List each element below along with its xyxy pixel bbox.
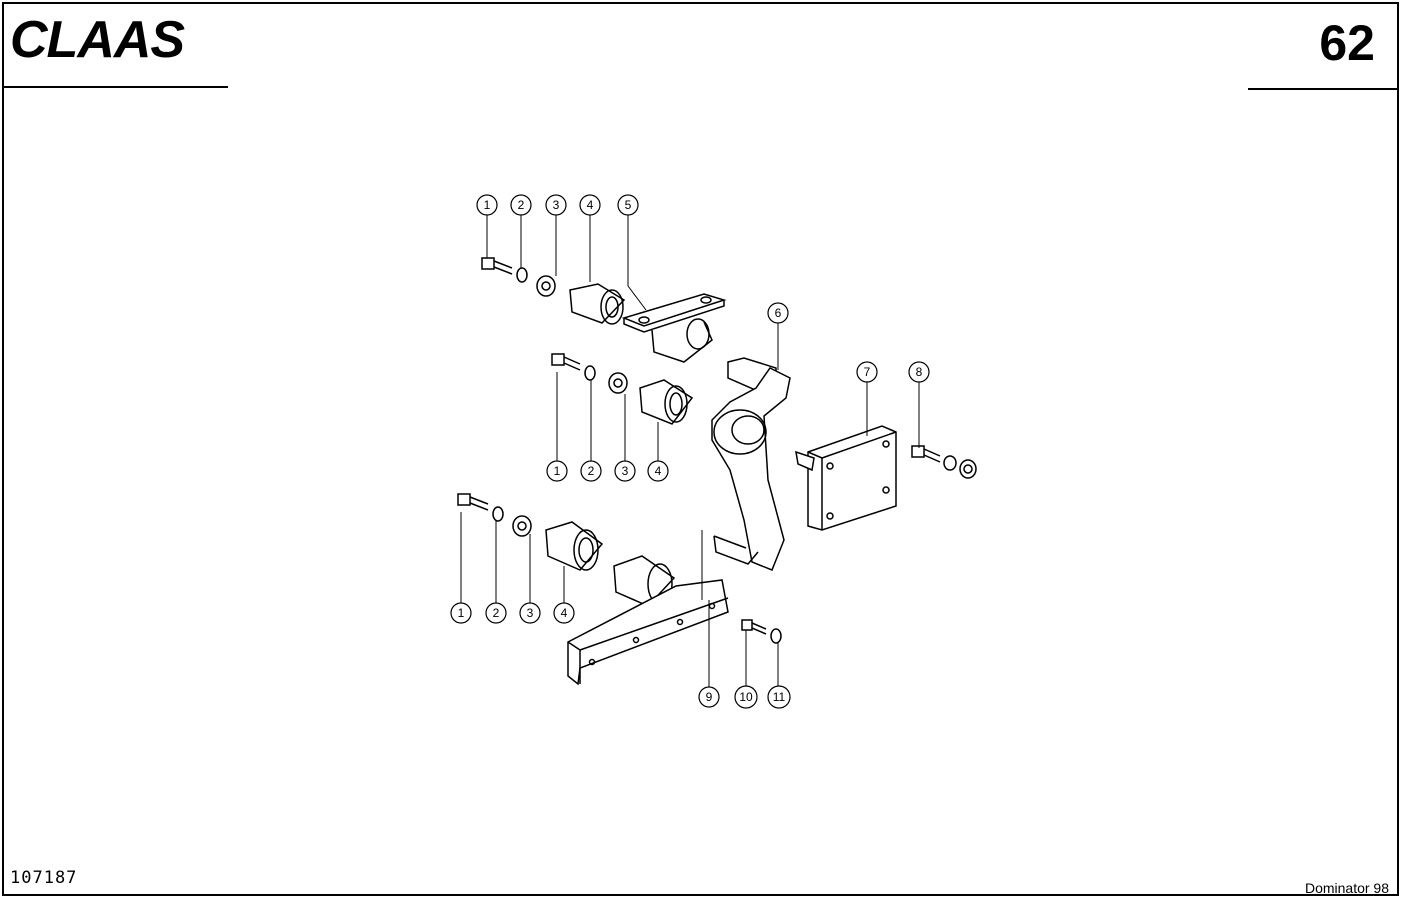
upper-washer	[516, 267, 528, 283]
svg-text:2: 2	[588, 464, 595, 478]
callout-10: 10	[734, 685, 758, 709]
svg-text:8: 8	[916, 365, 923, 379]
callout-3-middle: 3	[614, 460, 636, 482]
callout-4-lower: 4	[553, 602, 575, 624]
callout-3-upper: 3	[545, 194, 567, 216]
upper-bolt	[481, 257, 513, 275]
svg-text:9: 9	[706, 690, 713, 704]
svg-text:7: 7	[864, 365, 871, 379]
svg-text:10: 10	[739, 690, 753, 704]
lower-bolt	[457, 493, 489, 511]
svg-text:5: 5	[625, 198, 632, 212]
page-number: 62	[1319, 15, 1375, 71]
callout-2-middle: 2	[580, 460, 602, 482]
lower-bracket	[567, 530, 729, 686]
header-rule-right	[1248, 88, 1398, 90]
middle-nut	[608, 372, 628, 394]
middle-bushing	[639, 379, 694, 425]
right-bolt	[911, 445, 941, 463]
leader-lines	[460, 214, 920, 688]
callout-7: 7	[856, 361, 878, 383]
callout-1-lower: 1	[450, 602, 472, 624]
svg-text:3: 3	[527, 606, 534, 620]
callout-1-upper: 1	[476, 194, 498, 216]
lower-bushing	[545, 521, 604, 571]
middle-bolt	[551, 353, 581, 371]
callout-2-upper: 2	[510, 194, 532, 216]
model-name: Dominator 98	[1304, 880, 1389, 896]
callout-3-lower: 3	[519, 602, 541, 624]
svg-text:1: 1	[458, 606, 465, 620]
lower-small-washer	[770, 628, 782, 644]
svg-text:6: 6	[775, 306, 782, 320]
callout-1-middle: 1	[546, 460, 568, 482]
callout-6: 6	[767, 302, 789, 324]
lower-washer	[492, 506, 504, 522]
upper-bushing	[569, 283, 626, 325]
callout-9: 9	[698, 686, 720, 708]
svg-text:4: 4	[655, 464, 662, 478]
upper-bracket	[621, 293, 727, 363]
callout-4-upper: 4	[579, 194, 601, 216]
callout-5: 5	[617, 194, 639, 216]
svg-text:1: 1	[484, 198, 491, 212]
right-nut	[959, 459, 977, 479]
lower-nut	[512, 515, 532, 537]
svg-text:3: 3	[622, 464, 629, 478]
svg-text:4: 4	[561, 606, 568, 620]
middle-washer	[584, 365, 596, 381]
svg-text:2: 2	[518, 198, 525, 212]
mounting-plate	[795, 425, 897, 531]
callout-11: 11	[767, 685, 791, 709]
callout-4-middle: 4	[647, 460, 669, 482]
callout-8: 8	[908, 361, 930, 383]
lever-arm	[711, 357, 791, 571]
right-washer	[943, 455, 957, 471]
claas-logo: CLAAS	[10, 11, 185, 69]
svg-text:2: 2	[493, 606, 500, 620]
svg-text:4: 4	[587, 198, 594, 212]
lower-small-bolt	[741, 619, 767, 635]
svg-text:11: 11	[773, 690, 786, 704]
header-rule-left	[2, 86, 228, 88]
svg-text:1: 1	[554, 464, 561, 478]
drawing-number: 107187	[10, 868, 78, 888]
svg-text:3: 3	[553, 198, 560, 212]
upper-nut	[536, 275, 556, 297]
callout-2-lower: 2	[485, 602, 507, 624]
